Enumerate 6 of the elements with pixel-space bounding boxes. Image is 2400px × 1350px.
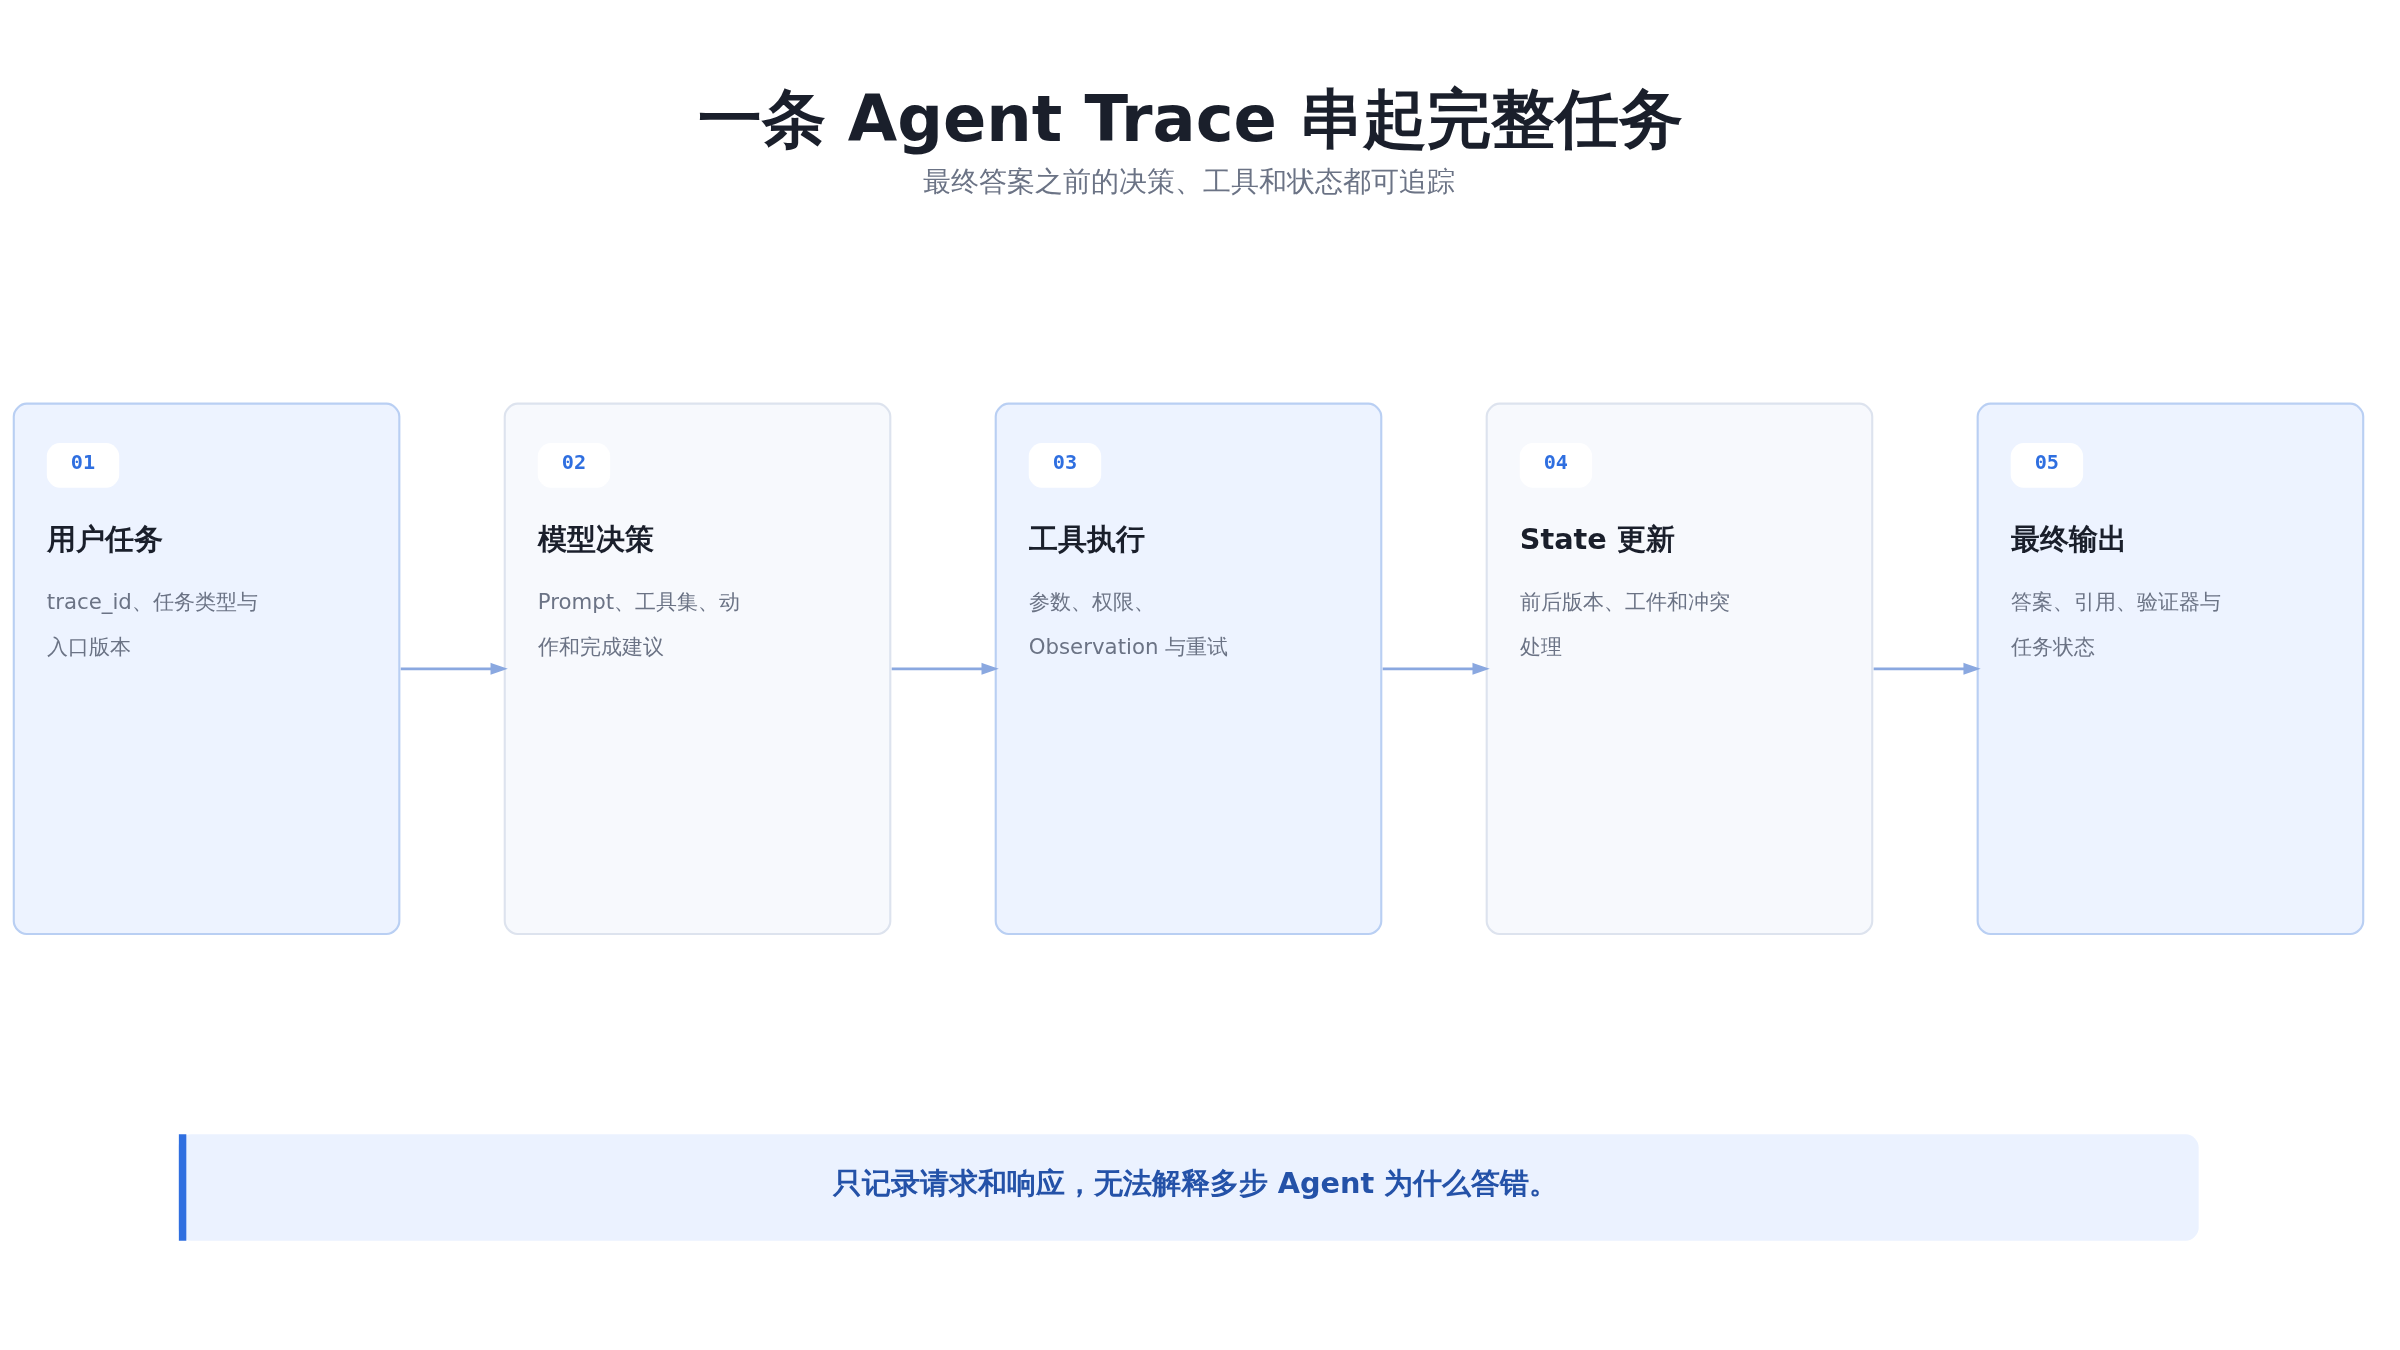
arrow — [891, 662, 999, 675]
diagram-title: 一条 Agent Trace 串起完整任务 — [697, 81, 1684, 156]
arrow — [400, 662, 508, 675]
arrow — [1382, 662, 1490, 675]
label: 最终答案之前的决策、工具和状态都可追踪 — [922, 164, 1455, 198]
arrow — [1873, 662, 1981, 675]
